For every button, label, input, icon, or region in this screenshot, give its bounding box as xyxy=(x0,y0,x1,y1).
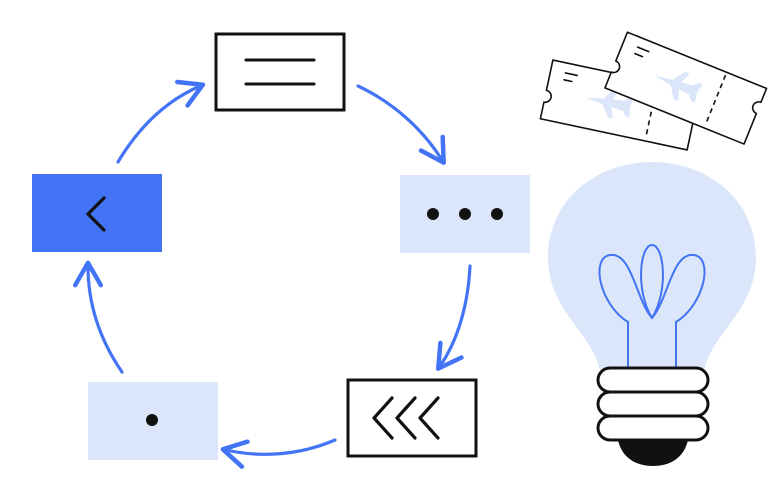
menu-lines-icon xyxy=(244,58,316,86)
triple-chevron-left-icon xyxy=(372,396,440,440)
cycle-arrows xyxy=(72,79,472,469)
arrow-left-to-top xyxy=(116,79,206,164)
arrow-right-to-bottomright xyxy=(435,264,472,371)
cycle-node-chevron xyxy=(32,174,162,252)
cycle-node-menu xyxy=(214,32,346,112)
arrow-bottomleft-to-left xyxy=(72,260,124,374)
arrow-bottomright-to-bottomleft xyxy=(220,438,337,469)
bulb-tip xyxy=(618,440,688,466)
cycle-node-dot xyxy=(88,382,218,460)
lightbulb-icon xyxy=(548,162,756,466)
bulb-filament xyxy=(598,243,706,371)
bulb-base xyxy=(596,366,710,442)
dot-icon xyxy=(146,414,158,426)
arrow-top-to-right xyxy=(356,84,446,165)
plane-icon-front xyxy=(655,71,703,103)
ellipsis-icon xyxy=(427,208,503,220)
plane-tickets-icon xyxy=(539,31,768,151)
plane-icon-back xyxy=(585,88,634,119)
cycle-node-ellipsis xyxy=(400,175,530,253)
bulb-glass xyxy=(548,162,756,370)
chevron-left-icon xyxy=(86,196,106,232)
cycle-node-triple-chevron xyxy=(346,378,478,458)
